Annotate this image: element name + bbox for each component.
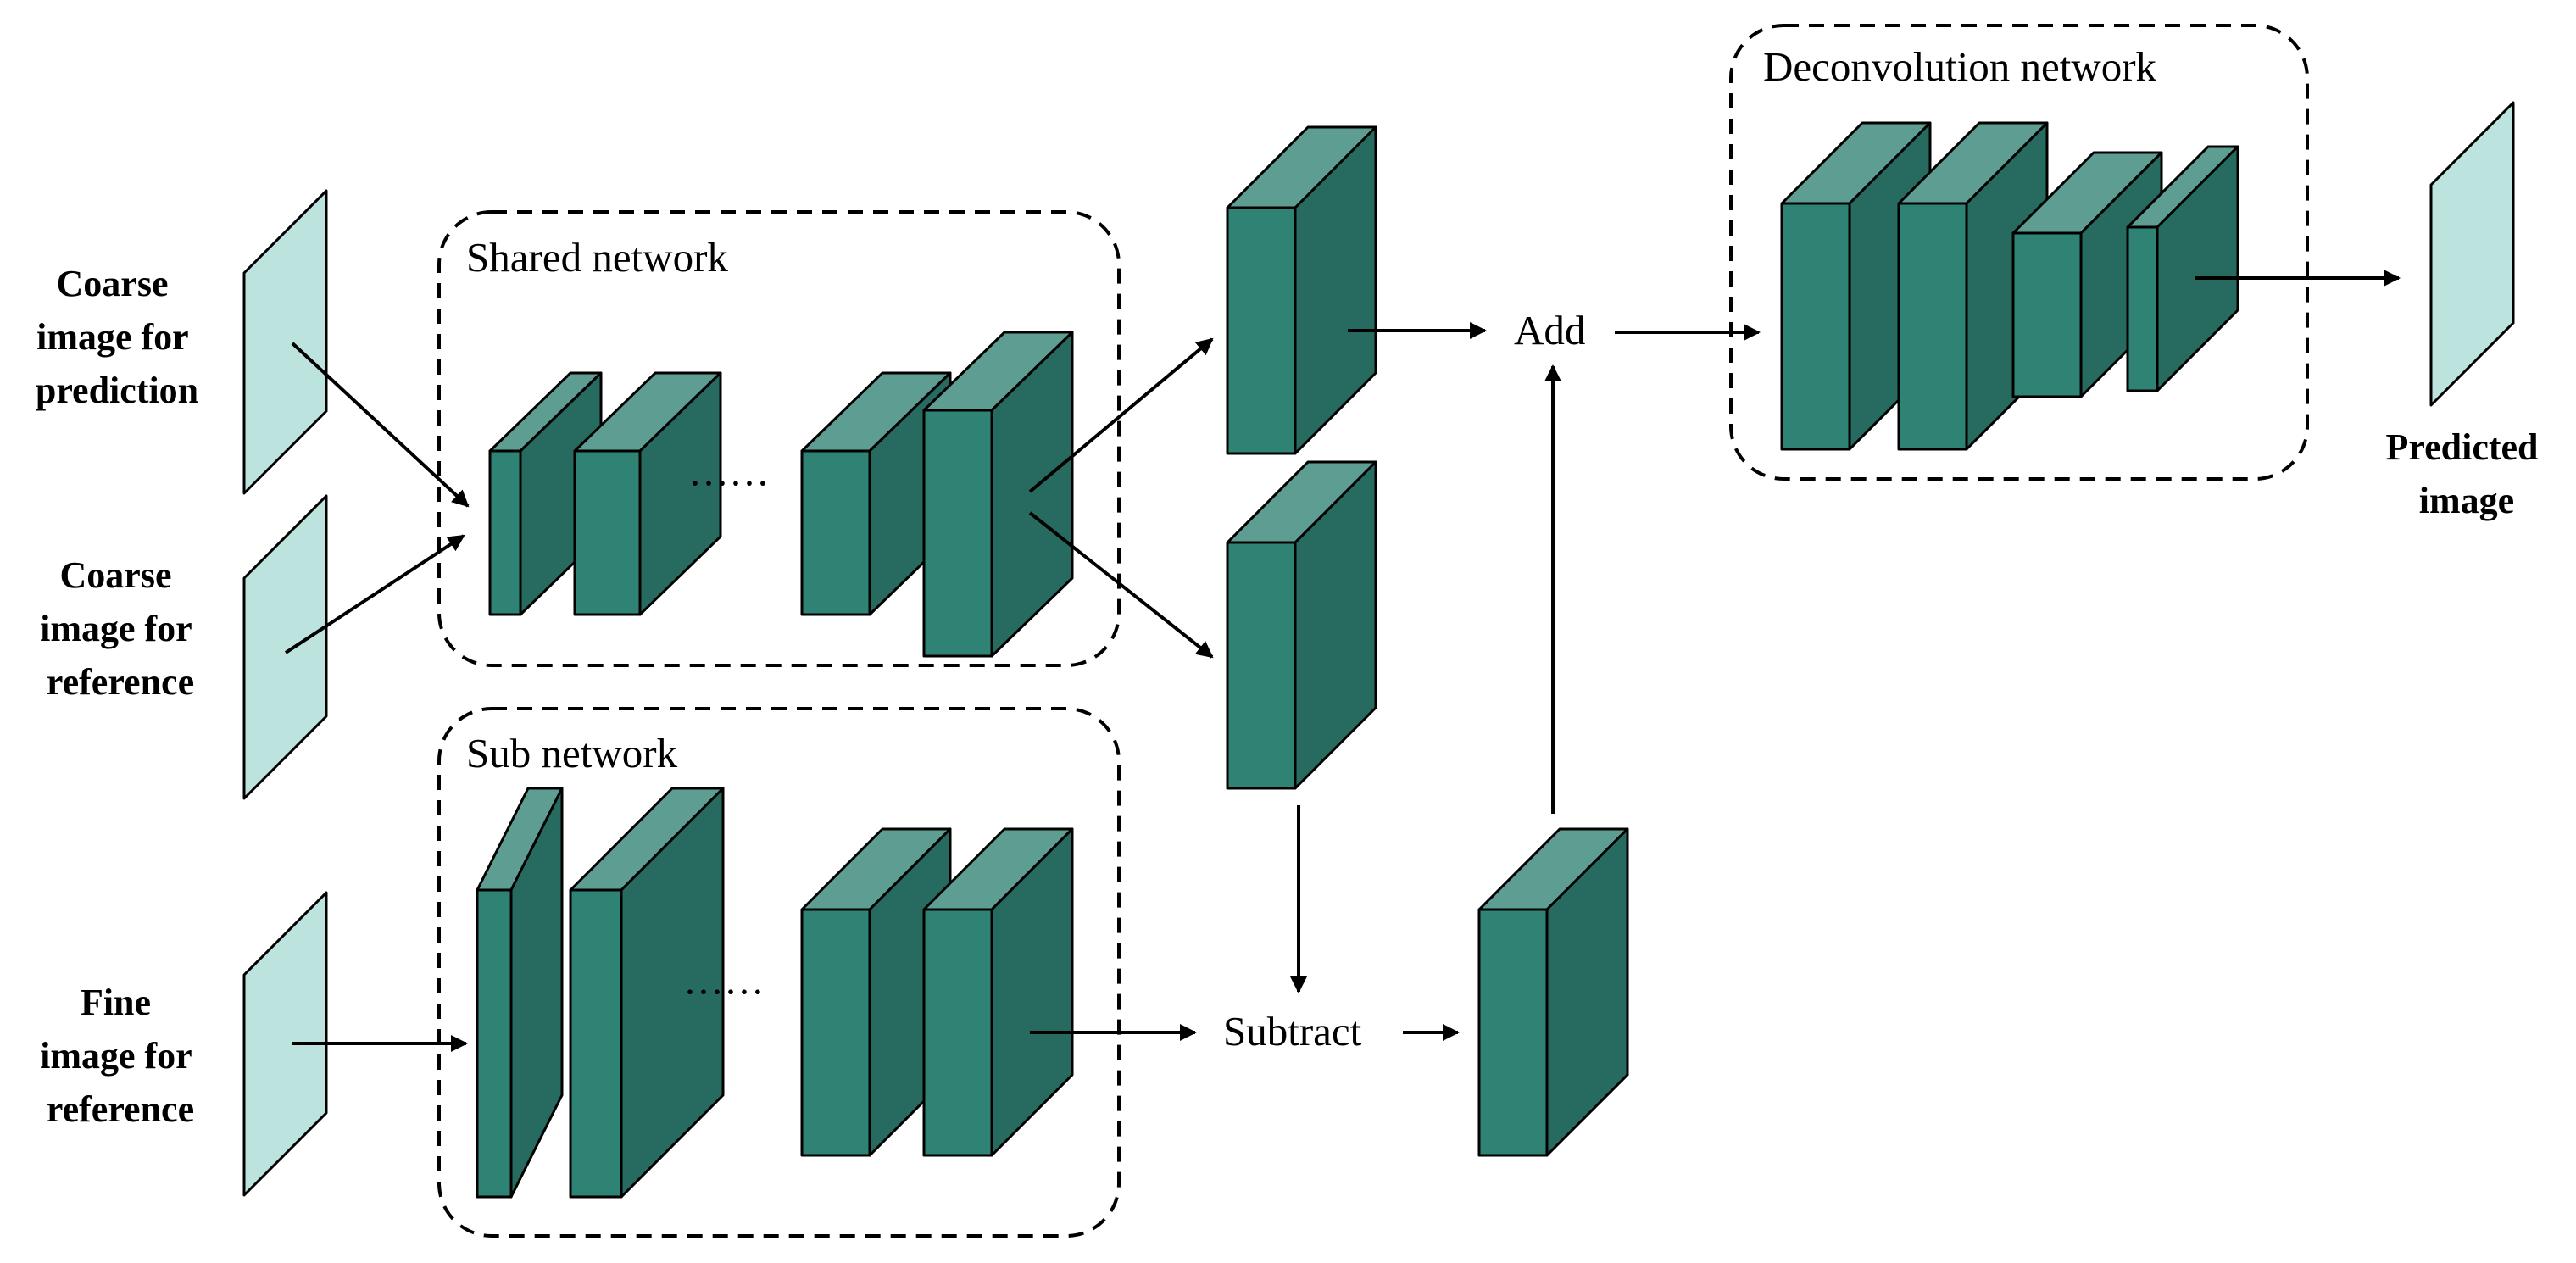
shared-output-block-lower-front [1226,541,1297,790]
plane-fine-reference [242,891,328,1197]
image-planes [242,101,2515,1197]
feature-map-blocks [476,121,2239,1199]
shared-layer-3-front [800,449,871,616]
coarse-prediction-label: Coarse image for prediction [36,263,198,411]
deconv-layer-3-front [2011,231,2083,398]
arrows [284,270,2401,1052]
subtract-label: Subtract [1223,1008,1362,1054]
shared-output-block-lower [1226,460,1377,790]
shared-network-title: Shared network [466,234,728,281]
shared-ellipsis: ······ [688,461,770,506]
plane-coarse-reference [242,494,328,800]
sub-layer-2-front [569,888,623,1199]
sub-layer-1-front [476,888,513,1199]
deconv-layer-4 [2126,145,2239,392]
arrow-coarse-pred-to-shared [291,342,470,508]
shared-layer-4-front [922,409,993,658]
arrow-shared-to-lower-block [1028,511,1214,659]
sub-layer-2 [569,787,725,1199]
sub-layer-4 [922,827,1074,1157]
sub-network-title: Sub network [466,730,678,776]
shared-layer-2-front [573,449,642,616]
deconvolution-network-box [1729,24,2309,481]
sub-layer-4-front [922,908,993,1157]
difference-block-front [1477,908,1549,1157]
sub-ellipsis: ······ [683,970,765,1015]
fine-reference-label: Fine image for reference [40,982,201,1130]
shared-network-box [437,210,1121,667]
deconv-layer-1-front [1780,202,1851,451]
difference-block [1477,827,1629,1157]
sub-network-box [437,707,1121,1238]
sub-layer-3-front [800,908,871,1157]
plane-coarse-prediction [242,189,328,495]
shared-output-block-upper [1226,125,1377,455]
deconv-layer-2-front [1897,202,1968,451]
plane-predicted-output [2429,101,2515,407]
shared-layer-4 [922,331,1074,658]
shared-layer-1-front [488,449,522,616]
shared-output-block-upper-front [1226,206,1297,455]
sub-layer-1 [476,787,564,1199]
arrow-coarse-ref-to-shared [284,534,465,654]
deconv-layer-4-front [2126,225,2159,392]
coarse-reference-label: Coarse image for reference [40,554,201,703]
shared-layer-2 [573,371,722,616]
add-label: Add [1514,307,1585,353]
arrow-shared-to-upper-block [1028,337,1214,493]
predicted-image-label: Predicted image [2385,426,2547,521]
deconvolution-network-title: Deconvolution network [1763,43,2157,90]
